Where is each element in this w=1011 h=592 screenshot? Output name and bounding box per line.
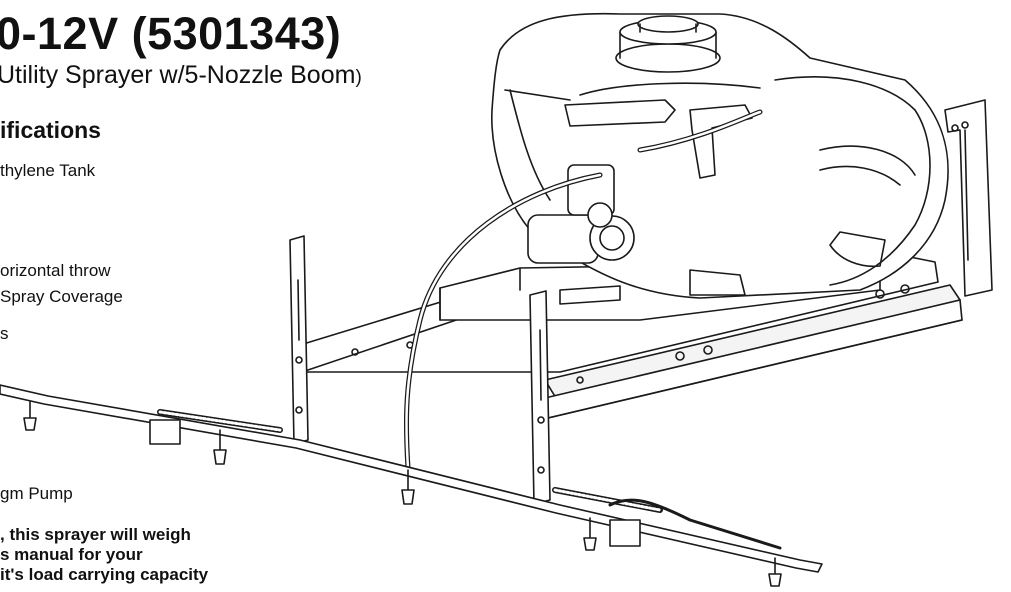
pump-assembly: [527, 164, 635, 305]
specifications-heading: ifications: [0, 117, 101, 143]
note-line: it's load carrying capacity: [0, 565, 209, 584]
spec-line-tank: thylene Tank: [0, 161, 96, 180]
subtitle-paren: ): [355, 67, 362, 88]
tank-lid: [615, 15, 721, 73]
supply-hose: [403, 109, 763, 471]
weight-note: , this sprayer will weigh s manual for y…: [0, 525, 208, 585]
nozzle-4: [583, 517, 597, 551]
subtitle-text: Utility Sprayer w/5-Nozzle Boom: [0, 61, 356, 89]
nozzle-2: [213, 429, 227, 465]
boom-bracket-right: [529, 290, 551, 505]
nozzle-3: [401, 469, 415, 505]
note-line: , this sprayer will weigh: [0, 525, 191, 544]
spec-line-coverage: Spray Coverage: [0, 287, 123, 306]
note-line: s manual for your: [0, 545, 143, 564]
page-title: 0-12V (5301343): [0, 8, 342, 59]
nozzle-1: [23, 401, 37, 431]
spec-line-pump: gm Pump: [0, 484, 73, 503]
spray-boom: [0, 384, 823, 573]
mount-bracket-rear: [944, 99, 993, 297]
boom-bracket-left: [289, 235, 309, 445]
spec-line-fragment: s: [0, 324, 9, 343]
spec-line-throw: orizontal throw: [0, 261, 111, 280]
page-subtitle: Utility Sprayer w/5-Nozzle Boom): [0, 63, 362, 88]
nozzle-5: [768, 557, 782, 587]
